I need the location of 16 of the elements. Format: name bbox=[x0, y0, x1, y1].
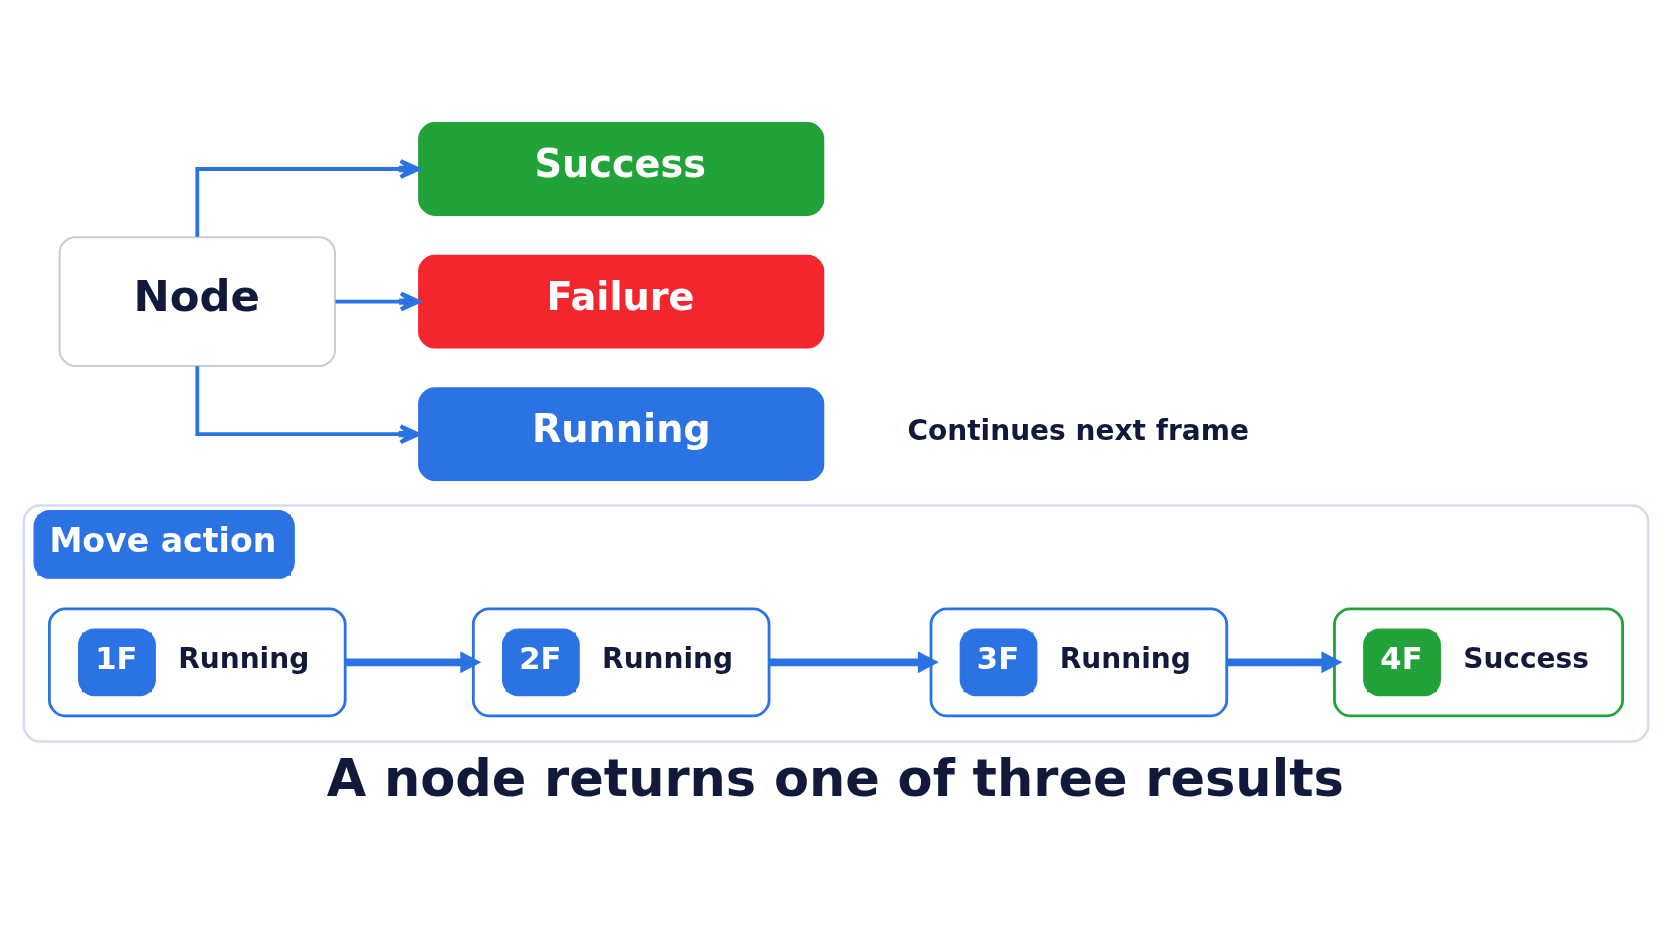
arrow bbox=[195, 366, 421, 445]
node-box: Success bbox=[418, 122, 825, 216]
node-box: 3F Running bbox=[929, 607, 1229, 718]
node-box: 2F Running bbox=[471, 607, 771, 718]
arrow bbox=[769, 651, 939, 674]
node-box: Node bbox=[58, 236, 336, 367]
node-box: 4F Success bbox=[1333, 607, 1624, 718]
arrow bbox=[195, 159, 421, 237]
diagram-title: A node returns one of three results bbox=[326, 749, 1344, 809]
node-label: Continues next frame bbox=[907, 414, 1249, 448]
arrow bbox=[335, 291, 421, 312]
node-box: 1F Running bbox=[48, 607, 347, 718]
arrow bbox=[1227, 651, 1343, 674]
arrow bbox=[345, 651, 482, 674]
node-box: Running bbox=[418, 387, 825, 482]
node-box: Failure bbox=[418, 254, 825, 349]
